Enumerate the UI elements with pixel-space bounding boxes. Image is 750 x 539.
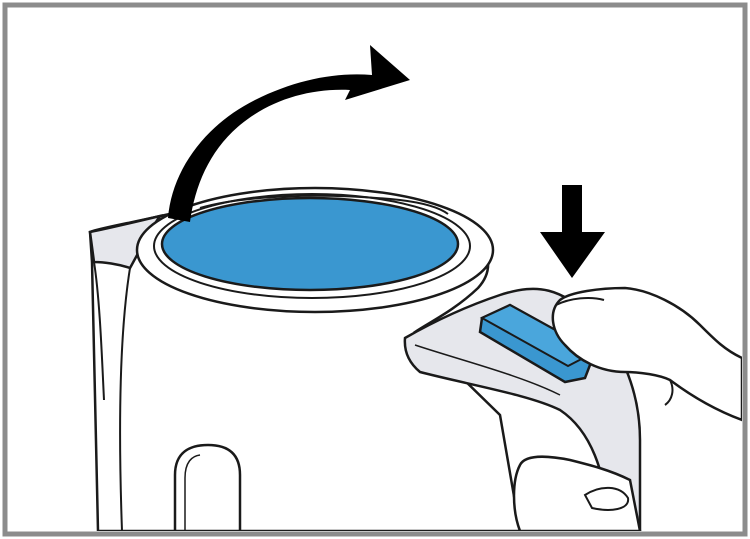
kettle-lid xyxy=(160,196,460,292)
lid-back-lip xyxy=(199,194,449,215)
finger-knuckle xyxy=(583,486,630,511)
water-window xyxy=(173,443,242,531)
thumb-nail xyxy=(555,296,605,306)
down-arrow-icon xyxy=(540,185,605,278)
curved-arrow-icon xyxy=(168,45,410,222)
water-window-inner xyxy=(184,454,201,531)
kettle-spout-line xyxy=(93,261,105,401)
fingers xyxy=(512,455,642,531)
handle-edge-line xyxy=(414,344,561,396)
kettle-body xyxy=(88,186,522,531)
thumb xyxy=(551,286,742,422)
kettle-body-left-edge xyxy=(119,267,131,531)
hand xyxy=(512,286,742,531)
hand-side xyxy=(664,379,674,406)
